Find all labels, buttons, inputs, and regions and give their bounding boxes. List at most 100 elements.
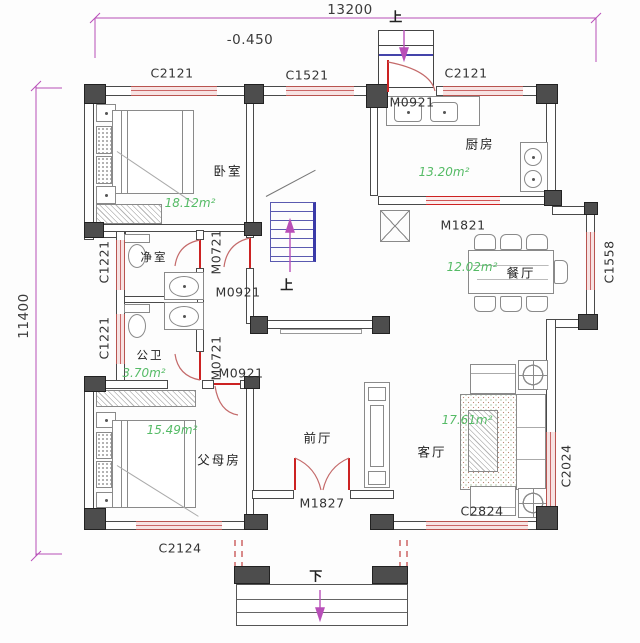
- window-c2124: [136, 521, 222, 530]
- column: [536, 506, 558, 530]
- dining-chair: [474, 234, 496, 250]
- room-label-bathroom: 公卫: [136, 348, 164, 362]
- column: [250, 316, 268, 334]
- door-label-m0721-upper: M0721: [208, 229, 224, 275]
- window-label-c2124: C2124: [158, 540, 202, 556]
- armchair: [470, 364, 516, 394]
- bed: [112, 110, 194, 204]
- room-label-kitchen: 厨房: [465, 136, 495, 152]
- wall-dining-north: [552, 206, 588, 215]
- dresser: [96, 390, 196, 407]
- window-label-c2121-left: C2121: [150, 65, 194, 81]
- room-label-dining: 餐厅: [506, 265, 536, 281]
- door-m1821: [426, 196, 500, 205]
- nightstand: [96, 492, 116, 508]
- door-label-m1827: M1827: [299, 495, 345, 511]
- column: [372, 316, 390, 334]
- window-c2121-right: [443, 86, 523, 96]
- level-mark: -0.450: [226, 32, 274, 48]
- dining-chair: [500, 296, 522, 312]
- sink-basin: [430, 102, 458, 122]
- side-table-plant: [518, 360, 548, 390]
- top-porch-steps: [378, 30, 434, 88]
- window-c2024: [546, 432, 556, 512]
- stair-up-label: 上: [389, 10, 403, 26]
- bottom-entry-steps: [236, 584, 408, 626]
- dining-chair: [526, 296, 548, 312]
- column: [244, 376, 260, 389]
- window-c2824: [426, 521, 528, 530]
- room-area-parents: 15.49m²: [146, 423, 198, 437]
- window-label-c1221-upper: C1221: [96, 240, 112, 284]
- sink-basin: [169, 276, 199, 297]
- door-m1827-left-arc: [294, 457, 322, 491]
- dresser: [96, 204, 162, 224]
- nightstand: [96, 186, 116, 204]
- staircase: [270, 202, 316, 262]
- wall-bedroom-east: [246, 96, 254, 230]
- staircase-break-line: [265, 169, 316, 197]
- window-c2121-left: [131, 86, 217, 96]
- window-label-c2121-right: C2121: [444, 65, 488, 81]
- room-area-bedroom: 18.12m²: [164, 196, 216, 210]
- pillow: [96, 461, 112, 488]
- door-m0721-lower-arc: [174, 353, 201, 381]
- column: [366, 84, 388, 108]
- room-area-dining: 12.02m²: [446, 260, 498, 274]
- column: [578, 314, 598, 330]
- toilet-tank: [124, 234, 150, 243]
- door-label-m0921-top: M0921: [389, 94, 435, 110]
- window-label-c2824: C2824: [460, 503, 504, 519]
- tv-cabinet: [364, 382, 390, 488]
- door-swing-arcs: [174, 61, 436, 491]
- column: [244, 514, 268, 530]
- nightstand: [96, 104, 116, 122]
- dimension-height: 11400: [16, 293, 32, 339]
- half-wall-inner: [280, 329, 362, 334]
- column: [584, 202, 598, 215]
- dining-chair: [500, 234, 522, 250]
- coffee-table: [468, 410, 498, 472]
- door-label-m1821: M1821: [440, 217, 486, 233]
- sink-basin: [169, 306, 199, 327]
- window-label-c1558: C1558: [601, 240, 617, 284]
- room-label-living: 客厅: [417, 444, 447, 460]
- dimension-width: 13200: [327, 2, 373, 18]
- pillow: [96, 126, 112, 154]
- room-area-kitchen: 13.20m²: [418, 165, 470, 179]
- door-leaves: [199, 60, 389, 490]
- door-m1827-right-arc: [322, 457, 350, 491]
- room-area-bathroom: 3.70m²: [122, 366, 166, 380]
- sofa: [516, 394, 546, 490]
- window-label-c1521: C1521: [285, 67, 329, 83]
- wall-half-center: [266, 320, 376, 329]
- door-m0921-upper-arc: [223, 237, 251, 268]
- door-label-m0921-upper: M0921: [215, 284, 261, 300]
- wall-parents-north-b: [202, 380, 214, 389]
- dining-chair: [474, 296, 496, 312]
- pillow: [96, 432, 112, 459]
- column: [370, 514, 394, 530]
- room-area-living: 17.61m²: [441, 413, 493, 427]
- window-label-c2024: C2024: [558, 444, 574, 488]
- dining-chair: [554, 260, 568, 284]
- window-c1521: [286, 86, 354, 96]
- column: [244, 84, 264, 104]
- room-label-bedroom: 卧室: [213, 163, 243, 179]
- column: [84, 508, 106, 530]
- porch-cheek-wall: [234, 566, 270, 584]
- window-c1221-upper: [116, 240, 125, 290]
- room-label-washroom: 净室: [140, 250, 168, 264]
- refrigerator: [380, 210, 410, 242]
- column: [84, 84, 106, 104]
- armchair: [470, 486, 516, 516]
- bed: [112, 420, 199, 517]
- wall-bedroom-south: [94, 224, 248, 232]
- wall-corridor-west-a: [196, 230, 204, 240]
- door-label-m0921-lower: M0921: [218, 365, 264, 381]
- toilet-tank: [124, 304, 150, 313]
- porch-dashed-line: [399, 540, 408, 568]
- room-label-hall: 前厅: [303, 430, 333, 446]
- dining-table: [468, 250, 554, 294]
- wall-parents-east: [246, 380, 254, 530]
